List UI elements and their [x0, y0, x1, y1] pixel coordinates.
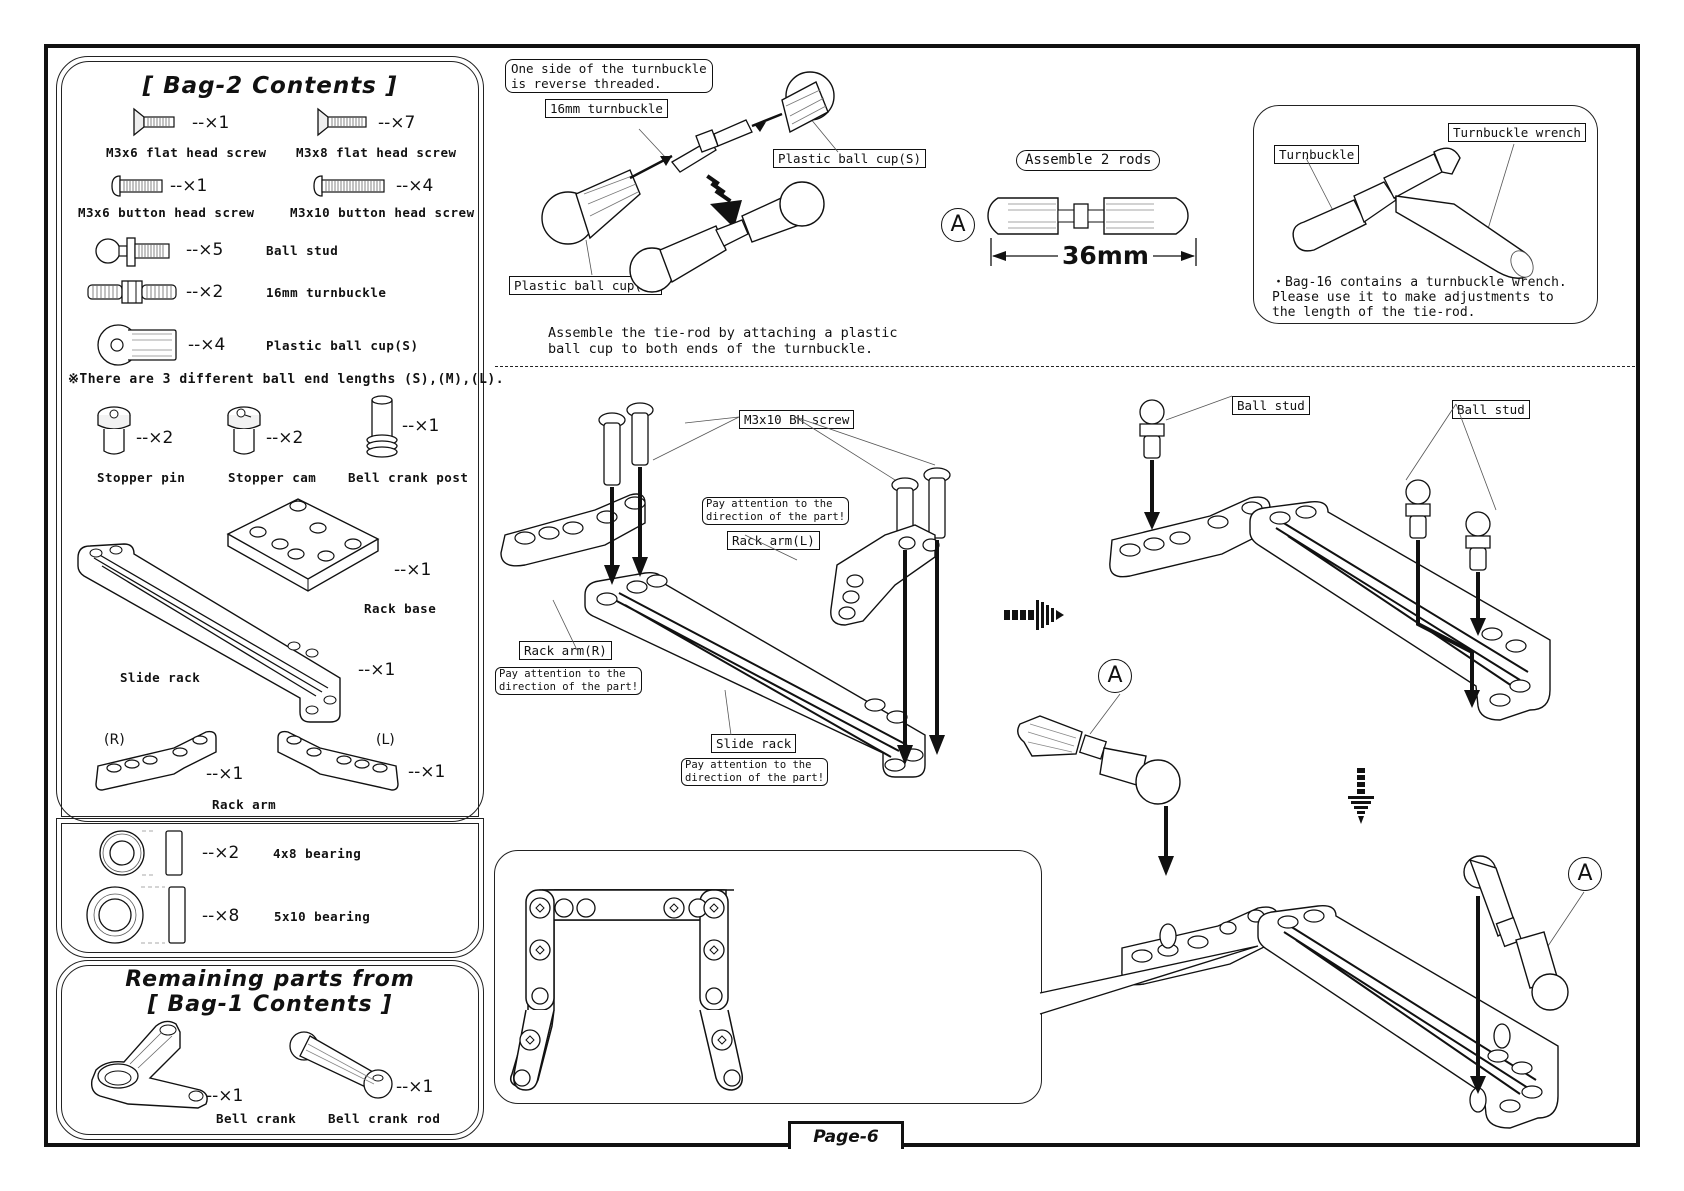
part-name-ball-cup: Plastic ball cup(S): [266, 338, 419, 353]
label-m3x10-bh-screw: M3x10 BH screw: [739, 410, 855, 429]
part-name-slide-rack: Slide rack: [120, 670, 201, 685]
part-name-rack-base: Rack base: [364, 601, 437, 616]
qty-rack-arm-r: --×1: [206, 764, 244, 784]
next-step-arrow-icon: [1004, 600, 1064, 630]
qty-bearing-5x10: --×8: [202, 906, 240, 926]
label-plastic-ball-cup-right: Plastic ball cup(S): [773, 149, 926, 168]
qty-m3x10-button: --×4: [396, 176, 434, 196]
assemble-rods-callout: Assemble 2 rods: [1016, 150, 1161, 171]
label-rack-arm-r: Rack arm(R): [519, 641, 612, 660]
marker-a-tierod: A: [1098, 659, 1132, 693]
qty-turnbuckle: --×2: [186, 282, 224, 302]
marker-a-final: A: [1568, 857, 1602, 891]
part-name-rack-arm: Rack arm: [212, 797, 277, 812]
wrench-note: ・Bag-16 contains a turnbuckle wrench. Pl…: [1272, 275, 1567, 320]
turnbuckle-icon: [87, 280, 177, 304]
qty-slide-rack: --×1: [358, 660, 396, 680]
rack-arm-r-icon: [95, 730, 217, 791]
attention-note-slide: Pay attention to the direction of the pa…: [681, 758, 829, 786]
qty-m3x6-flat: --×1: [192, 113, 230, 133]
final-assembly-illustration: [1121, 855, 1585, 1129]
marker-a: A: [941, 208, 975, 242]
part-name-ball-stud: Ball stud: [266, 243, 339, 258]
stopper-pin-icon: [97, 406, 131, 455]
part-name-bell-crank-post: Bell crank post: [348, 470, 469, 485]
top-view-illustration: [509, 889, 1259, 1091]
qty-bell-crank: --×1: [206, 1086, 244, 1106]
turnbuckle-wrench-illustration: [1292, 143, 1534, 279]
qty-ball-stud: --×5: [186, 240, 224, 260]
rack-base-icon: [226, 498, 380, 592]
label-ball-stud-2: Ball stud: [1452, 400, 1530, 419]
attention-note-arm-r: Pay attention to the direction of the pa…: [495, 667, 643, 695]
attention-note-arm-l: Pay attention to the direction of the pa…: [702, 497, 850, 525]
label-ball-stud-1: Ball stud: [1232, 396, 1310, 415]
down-step-arrow-icon: [1348, 768, 1374, 824]
label-plastic-ball-cup-left: Plastic ball cup(S): [509, 276, 662, 295]
part-name-m3x10-button: M3x10 button head screw: [290, 205, 475, 220]
part-name-m3x6-flat: M3x6 flat head screw: [106, 145, 267, 160]
page-number-tab: Page-6: [788, 1121, 904, 1149]
ball-stud-assembly-illustration: [1109, 395, 1551, 721]
flat-head-screw-icon: [133, 107, 175, 137]
button-head-screw-icon: [313, 175, 385, 197]
reverse-thread-callout: One side of the turnbuckle is reverse th…: [505, 59, 713, 93]
label-rack-arm-l: Rack arm(L): [727, 531, 820, 550]
rack-arm-assembly-illustration: [500, 402, 951, 778]
qty-bell-crank-rod: --×1: [396, 1077, 434, 1097]
label-turnbuckle-wrench: Turnbuckle wrench: [1448, 123, 1586, 142]
tierod-exploded-illustration: [541, 71, 839, 293]
bearing-4x8-icon: [99, 830, 183, 876]
tierod-attach-illustration: [1017, 693, 1181, 876]
part-name-m3x8-flat: M3x8 flat head screw: [296, 145, 457, 160]
bag2-title: [ Bag-2 Contents ]: [142, 73, 398, 99]
section-divider: [495, 366, 1635, 367]
qty-ball-cup: --×4: [188, 335, 226, 355]
part-name-turnbuckle: 16mm turnbuckle: [266, 285, 387, 300]
ball-cup-icon: [97, 324, 177, 366]
flat-head-screw-icon: [317, 107, 367, 137]
top-view-inset: [494, 850, 1042, 1104]
qty-m3x6-button: --×1: [170, 176, 208, 196]
button-head-screw-icon: [111, 175, 163, 197]
label-turnbuckle: Turnbuckle: [1274, 145, 1360, 164]
bag1-title-line1: Remaining parts from: [125, 967, 415, 992]
part-name-stopper-pin: Stopper pin: [97, 470, 186, 485]
bearing-5x10-icon: [86, 886, 186, 944]
label-slide-rack: Slide rack: [711, 734, 797, 753]
part-name-bell-crank: Bell crank: [216, 1111, 297, 1126]
qty-rack-base: --×1: [394, 560, 432, 580]
qty-stopper-cam: --×2: [266, 428, 304, 448]
bag1-title-line2: [ Bag-1 Contents ]: [147, 992, 393, 1017]
ball-stud-icon: [95, 237, 170, 267]
ball-end-note: ※There are 3 different ball end lengths …: [68, 372, 505, 387]
qty-m3x8-flat: --×7: [378, 113, 416, 133]
rack-arm-l-icon: [277, 730, 399, 791]
slide-rack-icon: [77, 543, 341, 723]
rod-length-dimension: 36mm: [1058, 241, 1153, 270]
bell-crank-icon: [90, 1020, 208, 1109]
tierod-instruction: Assemble the tie-rod by attaching a plas…: [548, 325, 898, 357]
rack-arm-side-l: (L): [376, 732, 395, 748]
part-name-stopper-cam: Stopper cam: [228, 470, 317, 485]
qty-stopper-pin: --×2: [136, 428, 174, 448]
part-name-m3x6-button: M3x6 button head screw: [78, 205, 255, 220]
bag1-panel: [56, 960, 484, 1140]
qty-bearing-4x8: --×2: [202, 843, 240, 863]
bell-crank-post-icon: [366, 395, 398, 458]
label-16mm-turnbuckle: 16mm turnbuckle: [545, 99, 668, 118]
bearings-panel: [56, 818, 484, 958]
bell-crank-rod-icon: [289, 1031, 393, 1099]
bag2-panel: [56, 56, 484, 822]
turnbuckle-wrench-box: [1253, 105, 1598, 324]
qty-bell-crank-post: --×1: [402, 416, 440, 436]
stopper-cam-icon: [227, 406, 261, 455]
part-name-bearing-4x8: 4x8 bearing: [273, 846, 362, 861]
part-name-bearing-5x10: 5x10 bearing: [274, 909, 371, 924]
assembled-rod-illustration: [987, 197, 1197, 266]
part-name-bell-crank-rod: Bell crank rod: [328, 1111, 441, 1126]
qty-rack-arm-l: --×1: [408, 762, 446, 782]
rack-arm-side-r: (R): [104, 732, 125, 748]
